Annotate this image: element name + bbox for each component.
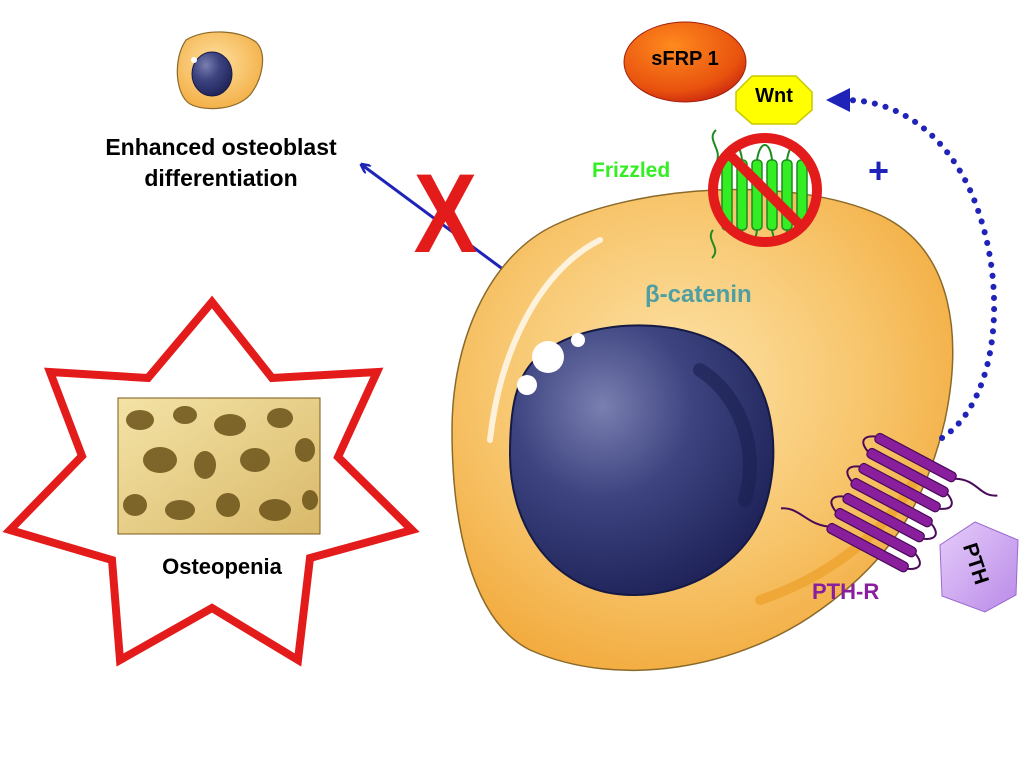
sfrp1-protein (623, 21, 747, 103)
pth-r-label: PTH-R (812, 579, 880, 604)
nucleus (508, 324, 775, 596)
differentiation-arrow (362, 165, 505, 272)
pth-to-wnt-arrow (843, 97, 998, 441)
frizzled-label: Frizzled (592, 159, 671, 182)
plus-sign: + (868, 150, 890, 191)
title-line2: differentiation (144, 165, 298, 191)
osteoblast-cell-icon (176, 31, 264, 110)
arrowhead (826, 88, 850, 112)
wnt-protein (735, 75, 813, 125)
vesicle (532, 341, 564, 373)
title-line1: Enhanced osteoblast (105, 134, 337, 160)
bone-texture-icon (117, 397, 321, 535)
vesicle (571, 333, 585, 347)
beta-catenin-label: β-catenin (645, 281, 752, 308)
vesicle (517, 375, 537, 395)
pth-receptor (780, 432, 998, 573)
wnt-label: Wnt (755, 85, 793, 107)
sfrp1-label: sFRP 1 (651, 48, 719, 70)
osteopenia-label: Osteopenia (162, 554, 282, 579)
x-mark: X (413, 151, 478, 276)
pth-hormone (939, 521, 1019, 613)
no-symbol-icon (708, 133, 822, 247)
